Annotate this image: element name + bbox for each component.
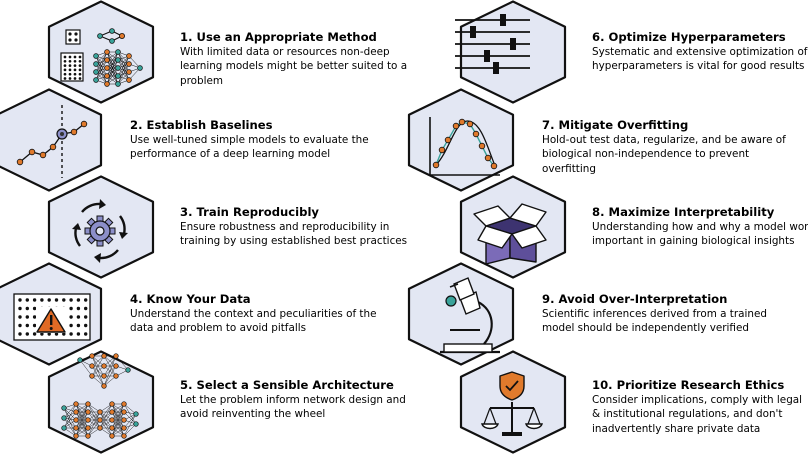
- tip-8: 8. Maximize Interpretability Understandi…: [592, 205, 808, 249]
- tip-title: 3. Train Reproducibly: [180, 205, 319, 219]
- tip-body: Scientific inferences derived from a tra…: [542, 308, 767, 335]
- tip-2: 2. Establish Baselines Use well-tuned si…: [130, 118, 380, 162]
- tip-body: Understanding how and why a model works …: [592, 221, 808, 248]
- tip-body: Consider implications, comply with legal…: [592, 394, 803, 435]
- tip-title: 7. Mitigate Overfitting: [542, 118, 689, 132]
- tip-body: With limited data or resources non-deep …: [180, 46, 408, 87]
- tip-1: 1. Use an Appropriate Method With limite…: [180, 30, 430, 88]
- tip-10: 10. Prioritize Research Ethics Consider …: [592, 378, 808, 436]
- slider-controls-icon: [455, 14, 530, 74]
- network-architecture-icon: [61, 353, 139, 439]
- model-comparison-icon: [60, 28, 143, 87]
- tip-body: Understand the context and peculiarities…: [130, 308, 377, 335]
- tip-title: 10. Prioritize Research Ethics: [592, 378, 785, 392]
- hexagon-tile-6: [459, 0, 567, 104]
- tip-title: 8. Maximize Interpretability: [592, 205, 775, 219]
- tip-6: 6. Optimize Hyperparameters Systematic a…: [592, 30, 808, 74]
- tip-title: 9. Avoid Over-Interpretation: [542, 292, 728, 306]
- tip-3: 3. Train Reproducibly Ensure robustness …: [180, 205, 430, 249]
- tip-body: Let the problem inform network design an…: [180, 394, 406, 421]
- tip-title: 2. Establish Baselines: [130, 118, 273, 132]
- baseline-line-chart-icon: [16, 105, 88, 178]
- tip-title: 5. Select a Sensible Architecture: [180, 378, 394, 392]
- hexagon-tile-1: [47, 0, 155, 104]
- tip-body: Hold-out test data, regularize, and be a…: [542, 134, 786, 175]
- tip-body: Ensure robustness and reproducibility in…: [180, 221, 408, 248]
- overfit-curve-icon: [429, 117, 500, 176]
- microscope-icon: [440, 277, 500, 354]
- hexagon-tile-2: [0, 88, 103, 192]
- data-warning-icon: [13, 293, 91, 341]
- tip-body: Use well-tuned simple models to evaluate…: [130, 134, 369, 161]
- tip-4: 4. Know Your Data Understand the context…: [130, 292, 380, 336]
- hexagon-tile-5: [47, 350, 155, 454]
- tip-title: 1. Use an Appropriate Method: [180, 30, 377, 44]
- tip-5: 5. Select a Sensible Architecture Let th…: [180, 378, 430, 422]
- ethics-scales-shield-icon: [481, 371, 543, 436]
- reproducible-cycle-gear-icon: [72, 199, 128, 263]
- tip-body: Systematic and extensive optimization of…: [592, 46, 808, 73]
- open-box-icon: [473, 203, 547, 265]
- tip-title: 4. Know Your Data: [130, 292, 251, 306]
- tip-9: 9. Avoid Over-Interpretation Scientific …: [542, 292, 792, 336]
- tip-title: 6. Optimize Hyperparameters: [592, 30, 786, 44]
- tip-7: 7. Mitigate Overfitting Hold-out test da…: [542, 118, 792, 176]
